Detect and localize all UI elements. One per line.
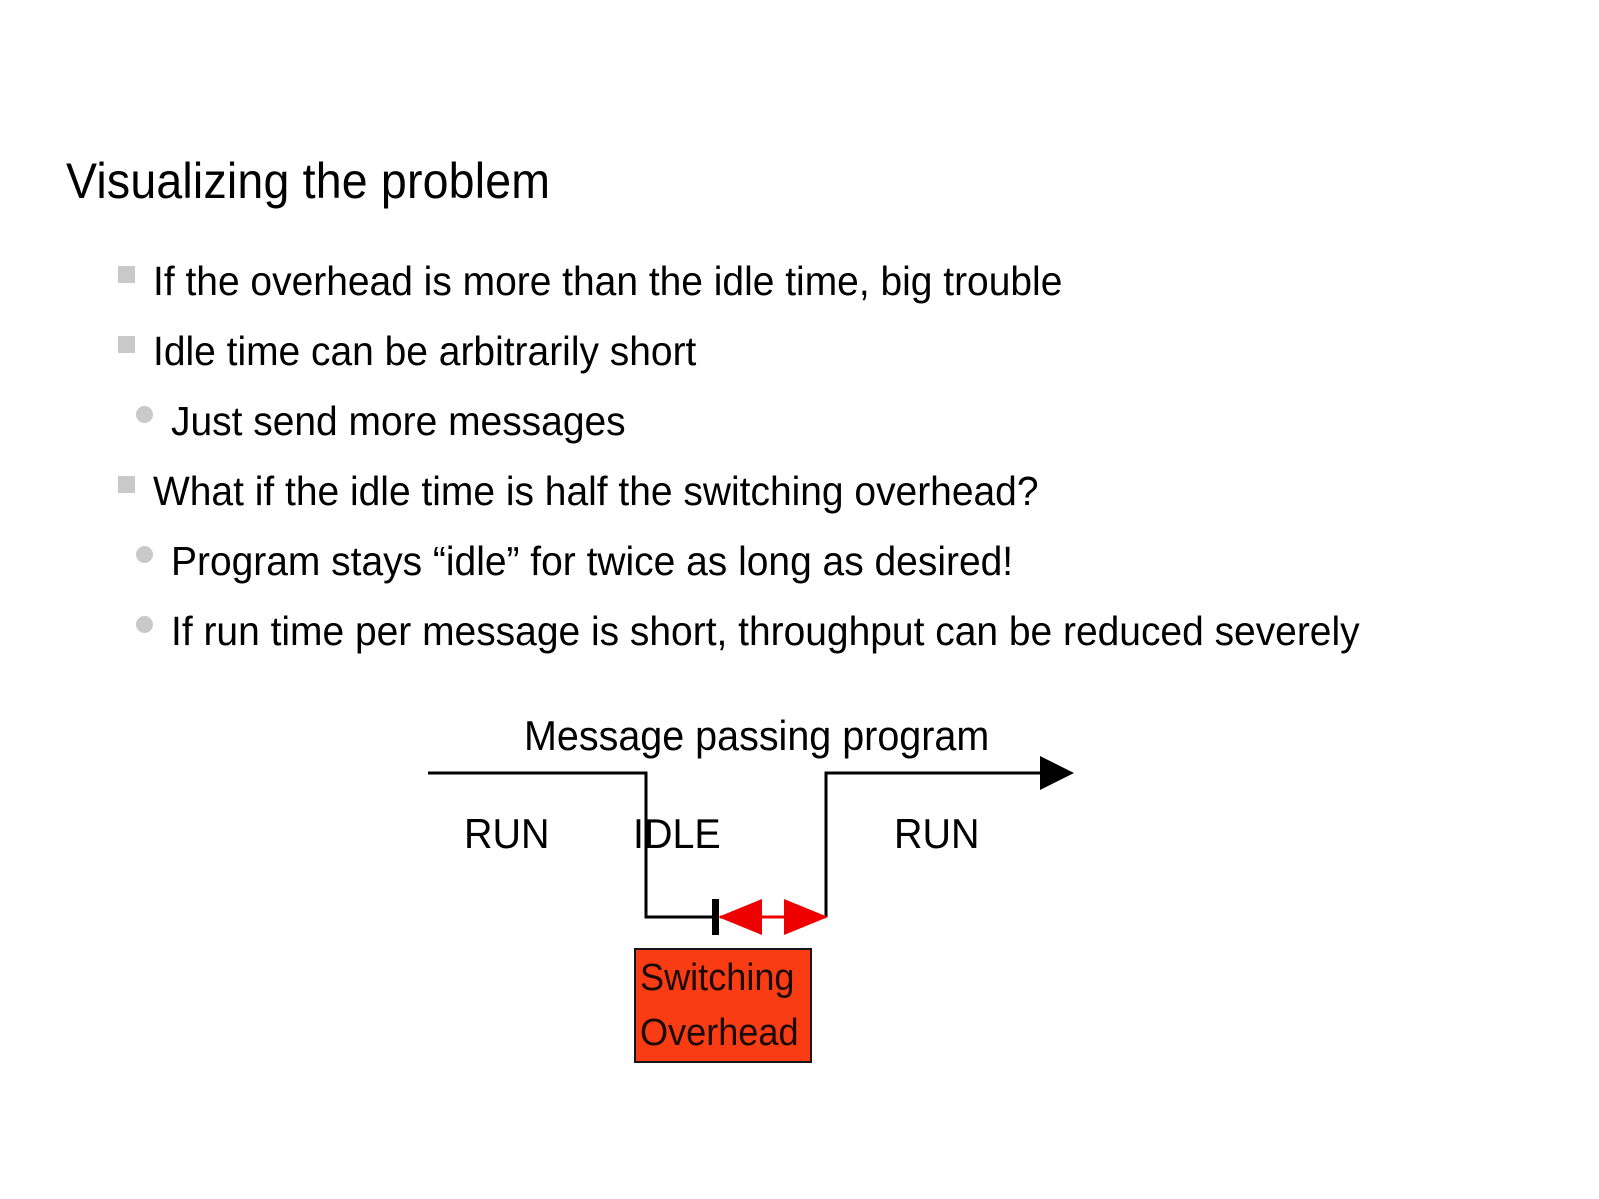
overhead-label-line2: Overhead — [640, 1011, 799, 1054]
diagram-caption: Message passing program — [524, 712, 990, 759]
list-item-label: Program stays “idle” for twice as long a… — [171, 538, 1014, 584]
list-item-label: If run time per message is short, throug… — [171, 608, 1360, 654]
list-item: Just send more messages — [118, 388, 1448, 454]
list-item-label: What if the idle time is half the switch… — [153, 468, 1039, 514]
dot-bullet-icon — [136, 546, 153, 563]
switching-overhead-box: Switching Overhead — [634, 948, 812, 1063]
square-bullet-icon — [118, 266, 135, 283]
phase-label-idle: IDLE — [633, 810, 721, 857]
bullet-list: If the overhead is more than the idle ti… — [118, 248, 1448, 668]
timeline-arrowhead-icon — [1040, 756, 1074, 790]
square-bullet-icon — [118, 336, 135, 353]
measure-arrowhead-left-icon — [718, 899, 762, 935]
dot-bullet-icon — [136, 616, 153, 633]
measure-tick-icon — [712, 899, 719, 935]
list-item-label: Idle time can be arbitrarily short — [153, 328, 697, 374]
page-title: Visualizing the problem — [66, 153, 551, 209]
list-item: What if the idle time is half the switch… — [118, 458, 1448, 524]
square-bullet-icon — [118, 476, 135, 493]
phase-label-run-second: RUN — [894, 810, 980, 857]
timeline-diagram: Message passing program RUN IDLE RUN — [400, 700, 1120, 1100]
list-item: If the overhead is more than the idle ti… — [118, 248, 1448, 314]
list-item: Program stays “idle” for twice as long a… — [118, 528, 1448, 594]
timeline-step-path — [428, 771, 1052, 919]
list-item-label: Just send more messages — [171, 398, 626, 444]
timeline-svg — [428, 756, 1074, 935]
list-item: If run time per message is short, throug… — [118, 598, 1448, 664]
dot-bullet-icon — [136, 406, 153, 423]
phase-label-run-first: RUN — [464, 810, 550, 857]
list-item-label: If the overhead is more than the idle ti… — [153, 258, 1063, 304]
measure-arrowhead-right-icon — [784, 899, 828, 935]
overhead-label-line1: Switching — [640, 956, 795, 999]
list-item: Idle time can be arbitrarily short — [118, 318, 1448, 384]
